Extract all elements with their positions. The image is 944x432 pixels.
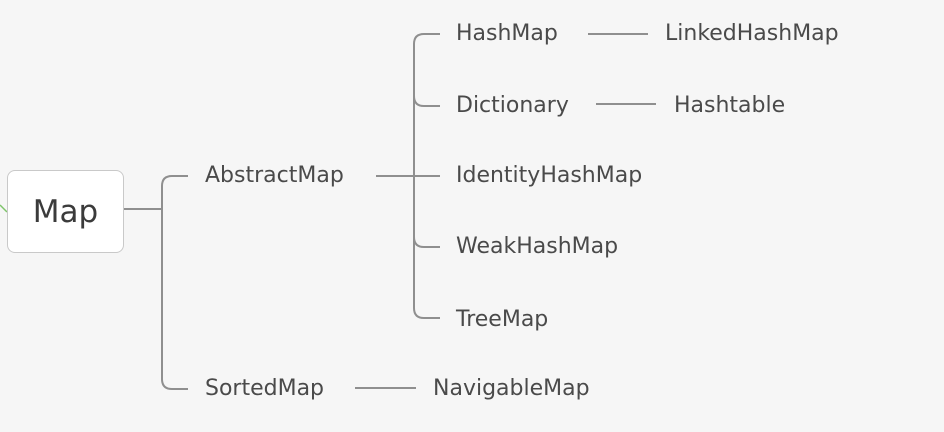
node-weak-hash-map[interactable]: WeakHashMap — [456, 234, 619, 259]
root-node-map[interactable]: Map — [7, 170, 124, 253]
node-navigable-map[interactable]: NavigableMap — [433, 376, 590, 401]
node-linked-hash-map[interactable]: LinkedHashMap — [665, 21, 839, 46]
node-dictionary[interactable]: Dictionary — [456, 93, 569, 118]
node-abstract-map[interactable]: AbstractMap — [205, 163, 344, 188]
node-hash-map[interactable]: HashMap — [456, 21, 558, 46]
node-identity-hash-map[interactable]: IdentityHashMap — [456, 163, 643, 188]
abstractmap-branch-weak — [413, 236, 440, 248]
incoming-connector — [0, 204, 8, 213]
node-hashtable[interactable]: Hashtable — [674, 93, 786, 118]
root-node-label: Map — [32, 193, 99, 230]
node-tree-map[interactable]: TreeMap — [456, 307, 549, 332]
abstractmap-branch-dictionary — [413, 95, 440, 107]
level1-bracket — [161, 175, 188, 390]
node-sorted-map[interactable]: SortedMap — [205, 376, 325, 401]
